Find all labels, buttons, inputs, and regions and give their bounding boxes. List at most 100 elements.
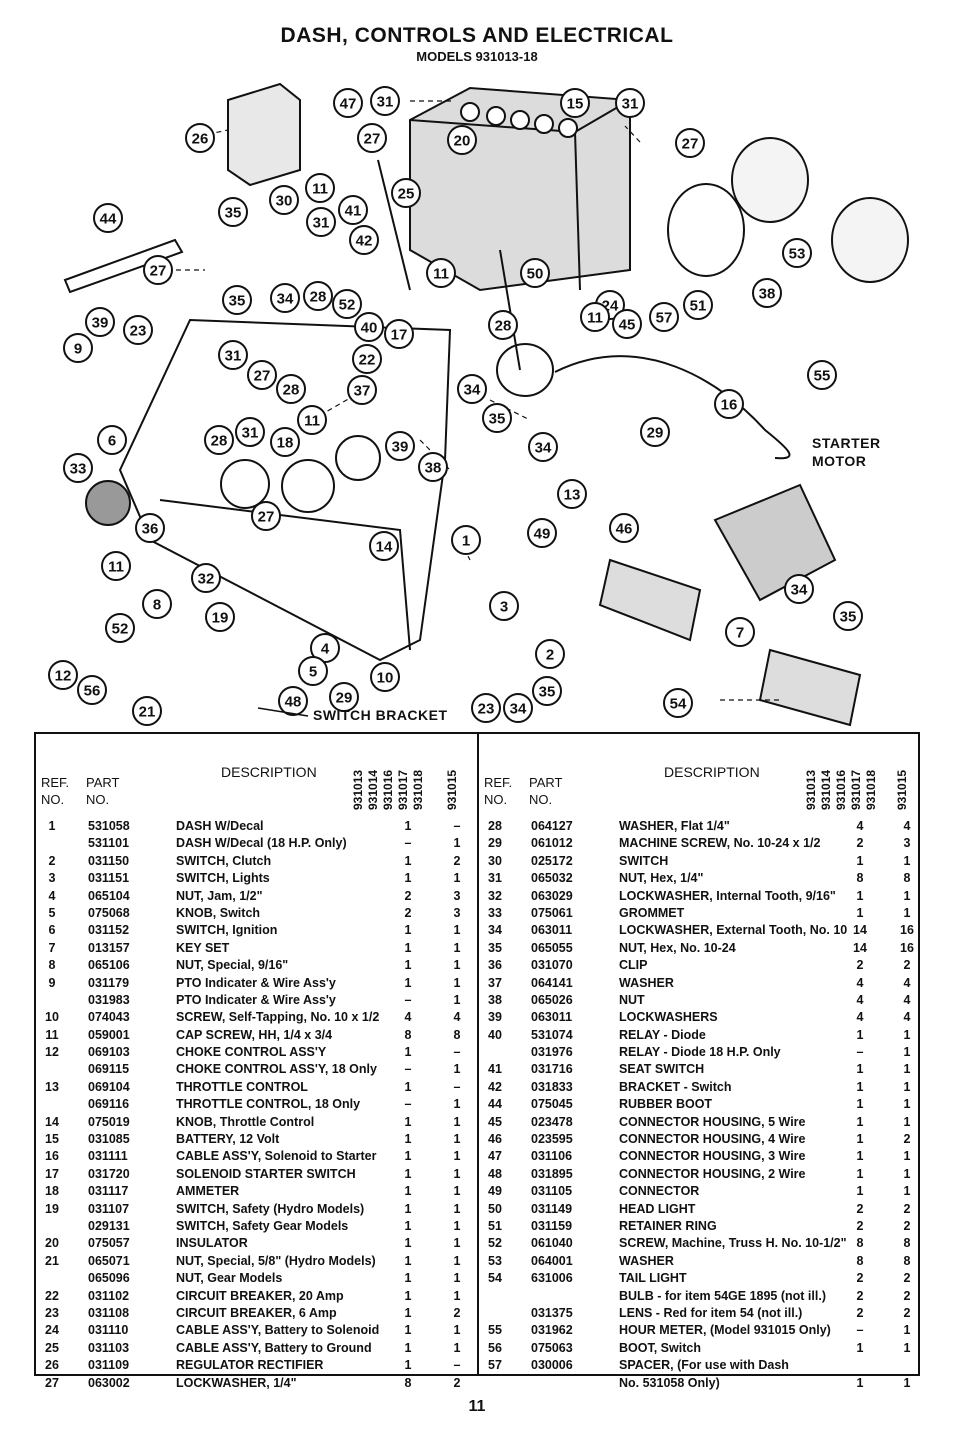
description-cell: CONNECTOR HOUSING, 2 Wire [619, 1166, 806, 1181]
part-no-cell: 063011 [531, 923, 573, 938]
qty-standard-cell: 1 [404, 1253, 412, 1268]
callout-number: 21 [139, 704, 156, 721]
part-no-cell: 061012 [531, 836, 573, 851]
callout-52: 52 [332, 289, 362, 319]
description-cell: CONNECTOR HOUSING, 3 Wire [619, 1149, 806, 1164]
ref-no-cell: 51 [488, 1218, 502, 1233]
callout-number: 29 [336, 690, 353, 707]
callout-29: 29 [640, 417, 670, 447]
ref-no-cell: 18 [45, 1184, 59, 1199]
ref-no-cell: 10 [45, 1010, 59, 1025]
description-cell: RUBBER BOOT [619, 1097, 713, 1112]
callout-31: 31 [306, 207, 336, 237]
qty-931015-cell: 1 [903, 1079, 911, 1094]
qty-931015-cell: 1 [453, 1340, 461, 1355]
qty-931015-cell: 1 [903, 1375, 911, 1390]
ref-no-cell: 34 [488, 923, 502, 938]
qty-931015-cell: 8 [453, 1027, 461, 1042]
part-no-cell: 031150 [88, 853, 130, 868]
callout-34: 34 [457, 374, 487, 404]
qty-standard-cell: 1 [856, 1166, 864, 1181]
callout-32: 32 [191, 563, 221, 593]
qty-931015-cell: 1 [453, 1201, 461, 1216]
description-cell: RELAY - Diode 18 H.P. Only [619, 1045, 781, 1060]
description-cell: LOCKWASHER, Internal Tooth, 9/16" [619, 888, 836, 903]
callout-10: 10 [370, 662, 400, 692]
callout-2: 2 [535, 639, 565, 669]
description-cell: SOLENOID STARTER SWITCH [176, 1166, 356, 1181]
callout-27: 27 [247, 360, 277, 390]
part-no-cell: 031108 [88, 1305, 130, 1320]
callout-31: 31 [370, 86, 400, 116]
callout-31: 31 [615, 88, 645, 118]
qty-931015-cell: 1 [453, 1218, 461, 1233]
callout-number: 33 [70, 461, 87, 478]
qty-standard-cell: 2 [856, 958, 864, 973]
description-cell: BATTERY, 12 Volt [176, 1132, 280, 1147]
description-cell: INSULATOR [176, 1236, 248, 1251]
part-no-cell: 031962 [531, 1323, 573, 1338]
callout-number: 4 [321, 641, 330, 658]
qty-931015-cell: 1 [453, 1271, 461, 1286]
part-no-cell: 031085 [88, 1132, 130, 1147]
ref-no-cell: 55 [488, 1323, 502, 1338]
qty-standard-cell: 2 [856, 1288, 864, 1303]
description-cell: RELAY - Diode [619, 1027, 706, 1042]
callout-number: 28 [283, 382, 300, 399]
qty-standard-cell: 1 [856, 1149, 864, 1164]
part-no-cell: 031976 [531, 1045, 573, 1060]
callout-27: 27 [675, 128, 705, 158]
callout-number: 45 [619, 317, 636, 334]
qty-standard-cell: 1 [856, 1027, 864, 1042]
qty-standard-cell: 1 [404, 1166, 412, 1181]
description-cell: CIRCUIT BREAKER, 6 Amp [176, 1305, 337, 1320]
ref-no-cell: 23 [45, 1305, 59, 1320]
callout-number: 28 [211, 433, 228, 450]
part-no-cell: 031895 [531, 1166, 573, 1181]
part-no-cell: 063002 [88, 1375, 130, 1390]
part-no-cell: 075057 [88, 1236, 130, 1251]
ref-no-cell: 41 [488, 1062, 502, 1077]
qty-standard-cell: 2 [856, 836, 864, 851]
callout-number: 12 [55, 668, 72, 685]
ref-no-cell: 21 [45, 1253, 59, 1268]
ref-no-cell: 24 [45, 1323, 59, 1338]
model-931017: 931017 [396, 769, 410, 810]
callout-number: 11 [587, 310, 603, 327]
description-cell: NUT, Special, 5/8" (Hydro Models) [176, 1253, 376, 1268]
qty-standard-cell: 1 [856, 888, 864, 903]
qty-931015-cell: 1 [903, 853, 911, 868]
callout-29: 29 [329, 682, 359, 712]
ref-no-cell: 29 [488, 836, 502, 851]
callout-31: 31 [218, 340, 248, 370]
ref-no-cell: 42 [488, 1079, 502, 1094]
callout-number: 11 [108, 559, 124, 576]
callout-number: 17 [391, 327, 408, 344]
callout-47: 47 [333, 88, 363, 118]
callout-number: 3 [500, 599, 508, 616]
callout-42: 42 [349, 225, 379, 255]
qty-931015-cell: 1 [453, 940, 461, 955]
ref-no-cell: 3 [48, 871, 56, 886]
callout-number: 34 [510, 701, 527, 718]
qty-931015-cell: 1 [903, 1045, 911, 1060]
callout-number: 1 [462, 533, 470, 550]
description-cell: NUT, Special, 9/16" [176, 958, 289, 973]
callout-3: 3 [489, 591, 519, 621]
part-no-cell: 031716 [531, 1062, 573, 1077]
qty-931015-cell: 2 [903, 1201, 911, 1216]
part-no-cell: 031833 [531, 1079, 573, 1094]
callout-35: 35 [833, 601, 863, 631]
qty-931015-cell: 1 [903, 905, 911, 920]
